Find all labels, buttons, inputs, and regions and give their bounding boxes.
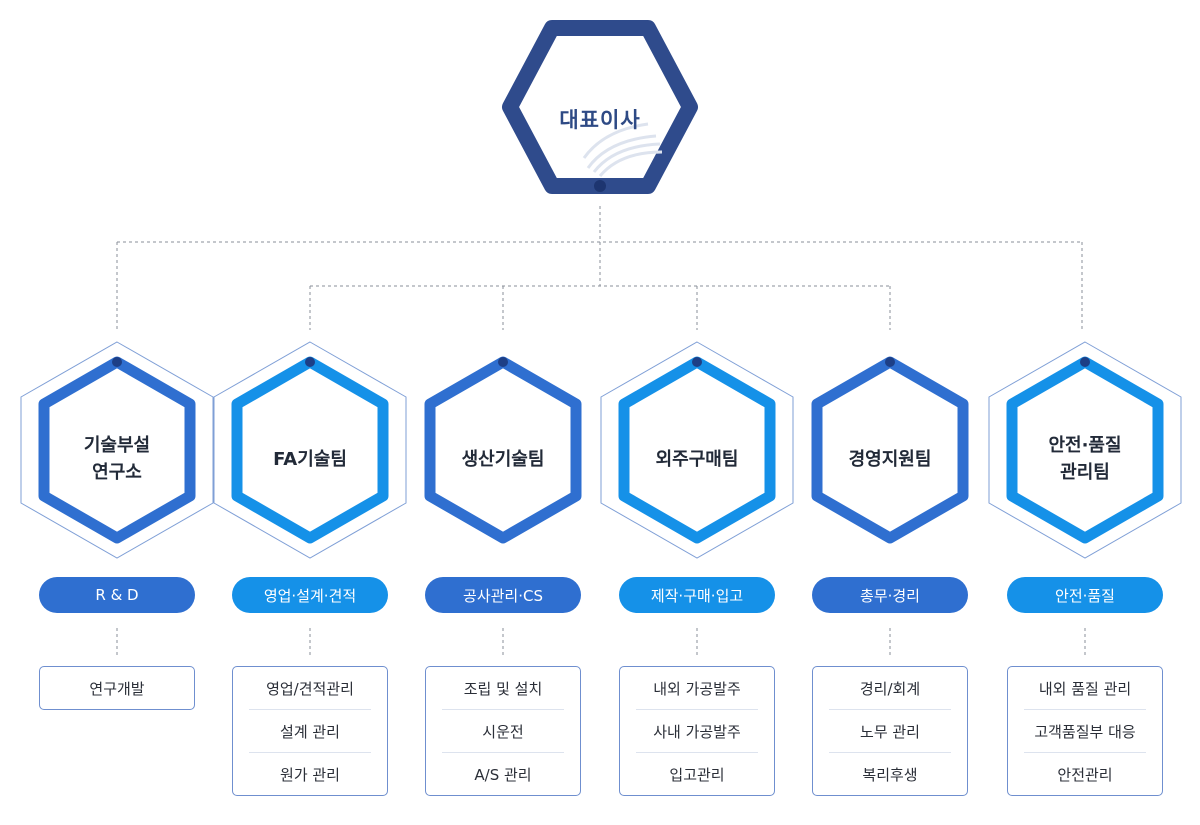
team-hexagon-icon (213, 341, 407, 559)
list-item: 경리/회계 (859, 679, 921, 698)
team-function-badge: 영업·설계·견적 (232, 577, 388, 613)
team-label: FA기술팀 (273, 448, 347, 470)
team-node: 외주구매팀 (599, 340, 795, 560)
team-hexagon-icon (424, 356, 582, 544)
list-item: 입고관리 (669, 765, 725, 784)
hexagon-top-dot (498, 357, 508, 367)
divider (829, 709, 951, 710)
list-item: 노무 관리 (860, 722, 920, 741)
list-item: 조립 및 설치 (463, 679, 543, 698)
divider (249, 752, 371, 753)
team-label: 경영지원팀 (848, 448, 932, 470)
ceo-label: 대표이사 (559, 108, 641, 132)
ceo-hexagon-icon (502, 20, 698, 194)
hexagon-outline (988, 341, 1182, 559)
team-node: 기술부설 연구소 (19, 340, 215, 560)
hexagon-top-dot (885, 357, 895, 367)
list-item: 원가 관리 (280, 765, 340, 784)
list-item: 안전관리 (1057, 765, 1113, 784)
hexagon-outline (600, 341, 794, 559)
list-item: 내외 가공발주 (653, 679, 741, 698)
team-function-badge: 제작·구매·입고 (619, 577, 775, 613)
team-node: 안전·품질 관리팀 (987, 340, 1183, 560)
list-item: 설계 관리 (280, 722, 340, 741)
divider (1024, 752, 1146, 753)
team-hexagon-icon (988, 341, 1182, 559)
team-hexagon-icon (600, 341, 794, 559)
list-item: 연구개발 (89, 679, 145, 698)
team-function-badge: 공사관리·CS (425, 577, 581, 613)
list-item: 고객품질부 대응 (1034, 722, 1136, 741)
watermark-logo-icon (582, 122, 663, 177)
divider (442, 752, 564, 753)
divider (249, 709, 371, 710)
divider (442, 709, 564, 710)
hexagon-top-dot (692, 357, 702, 367)
team-function-badge: 총무·경리 (812, 577, 968, 613)
hexagon-top-dot (112, 357, 122, 367)
team-duty-list: 연구개발 (39, 666, 195, 710)
ceo-node: 대표이사 (500, 18, 700, 196)
divider (636, 752, 758, 753)
team-hexagon-icon (20, 341, 214, 559)
team-node: 경영지원팀 (792, 340, 988, 560)
list-item: 시운전 (482, 722, 524, 741)
list-item: A/S 관리 (474, 765, 532, 784)
list-item: 영업/견적관리 (266, 679, 354, 698)
hexagon-outline (20, 341, 214, 559)
list-item: 사내 가공발주 (653, 722, 741, 741)
team-node: 생산기술팀 (405, 340, 601, 560)
list-item: 내외 품질 관리 (1038, 679, 1132, 698)
hexagon-outline (213, 341, 407, 559)
team-function-badge: 안전·품질 (1007, 577, 1163, 613)
divider (1024, 709, 1146, 710)
team-function-badge: R & D (39, 577, 195, 613)
hexagon-top-dot (305, 357, 315, 367)
team-label: 안전·품질 관리팀 (1048, 435, 1122, 483)
team-label: 기술부설 연구소 (83, 435, 151, 483)
team-label: 외주구매팀 (655, 448, 739, 470)
team-label: 생산기술팀 (461, 448, 545, 470)
list-item: 복리후생 (862, 765, 918, 784)
divider (636, 709, 758, 710)
team-hexagon-icon (811, 356, 969, 544)
divider (829, 752, 951, 753)
hexagon-top-dot (1080, 357, 1090, 367)
team-node: FA기술팀 (212, 340, 408, 560)
